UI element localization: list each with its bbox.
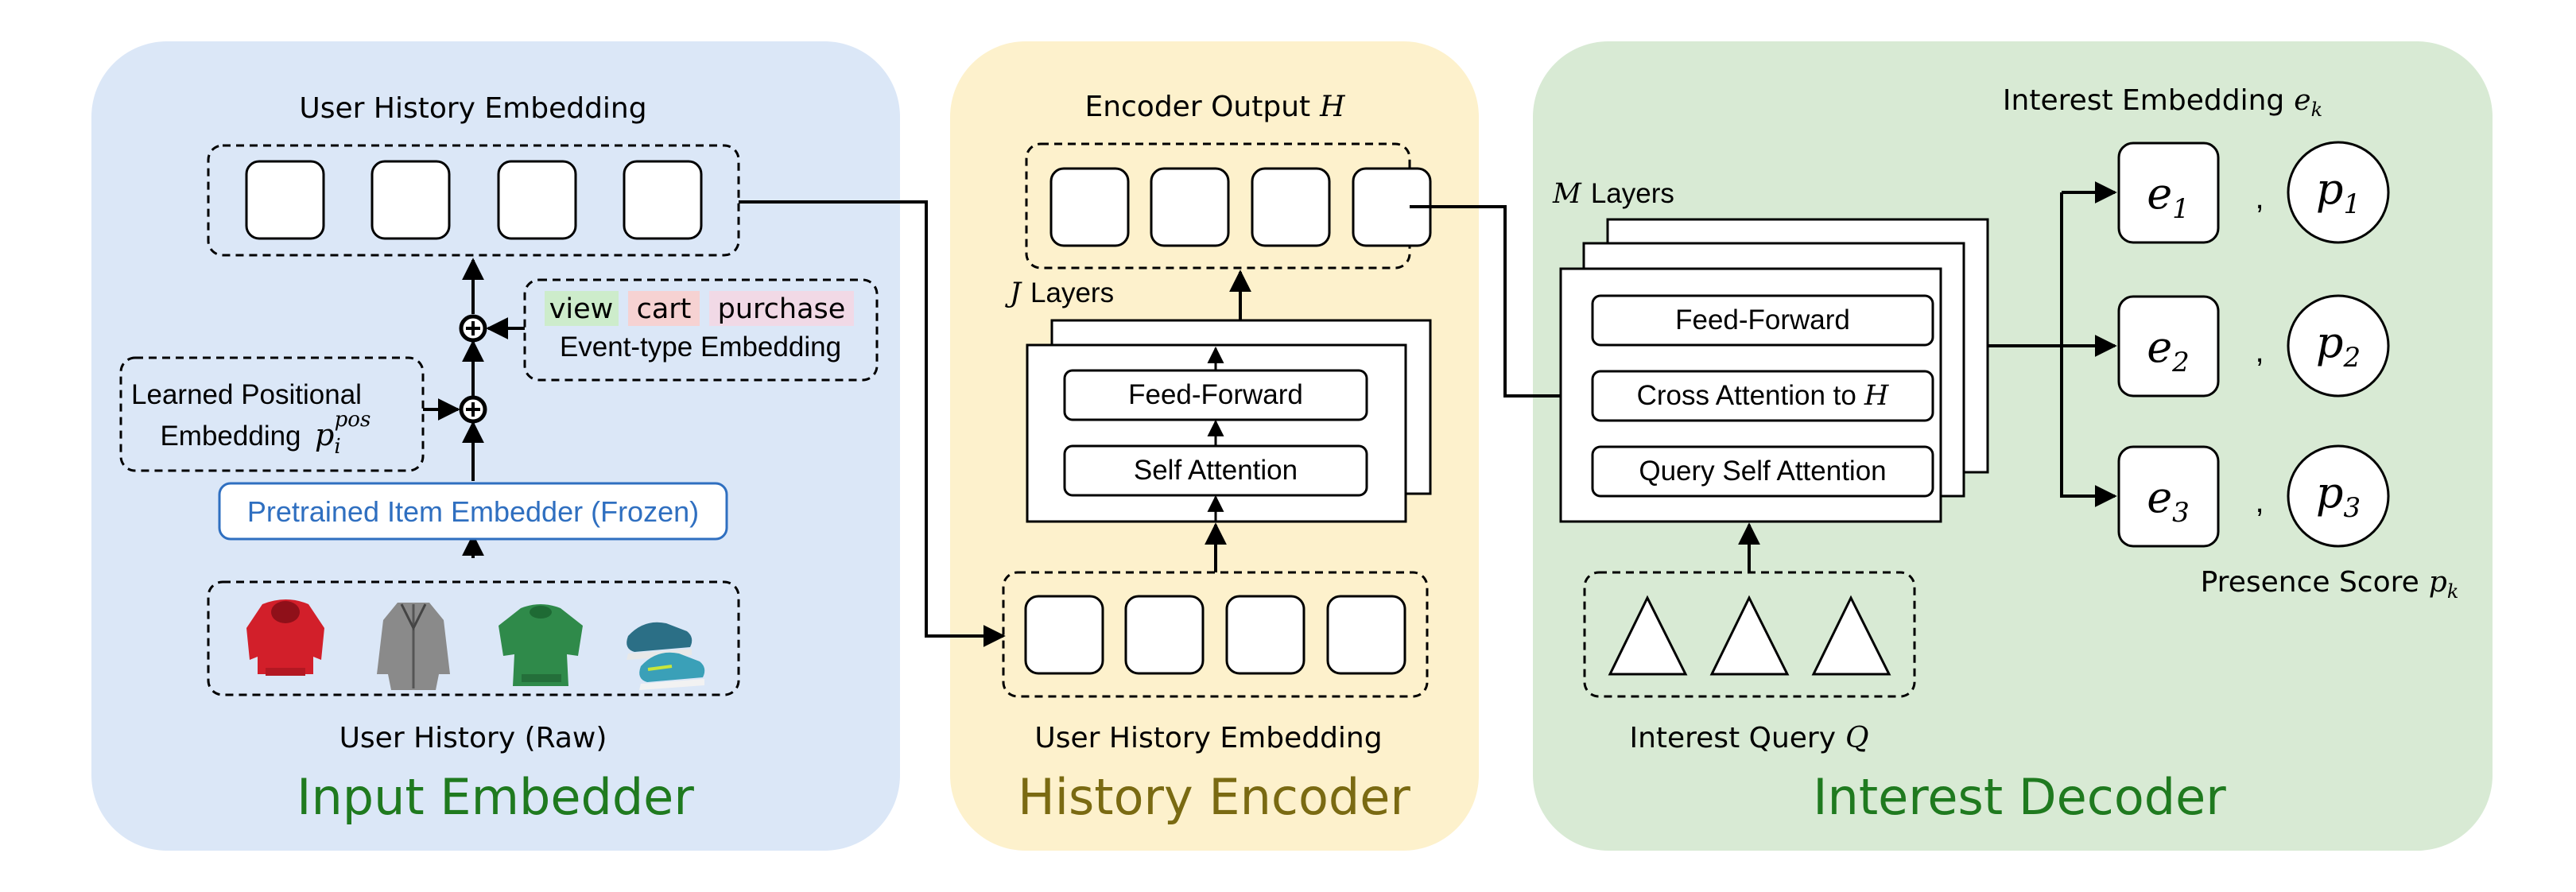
event-tag-cart-bg (628, 291, 700, 326)
positional-embedding-line1: Learned Positional (131, 379, 362, 410)
to-e3-arrow (2060, 346, 2117, 507)
query-triangle (1608, 595, 1688, 676)
encoder-output-slot (1251, 167, 1331, 247)
embedding-slot (370, 160, 451, 240)
encoder-to-decoder-arrow (1410, 205, 1595, 407)
positional-embedding-line2: Embedding (160, 421, 301, 452)
interest-embedding-e1 (2117, 142, 2220, 244)
encoder-output-slot (1150, 167, 1230, 247)
plus-node (459, 314, 487, 343)
event-tag-purchase: purchase (718, 293, 846, 325)
e1-label: e1 (2147, 169, 2190, 225)
embedding-slot (623, 160, 703, 240)
red-hoodie-image (246, 599, 324, 676)
event-type-embedding-group (523, 278, 879, 382)
encoder-input-slot (1326, 595, 1406, 675)
event-tag-cart: cart (637, 293, 692, 325)
sneakers-image (627, 622, 705, 690)
event-tag-purchase-bg (709, 291, 854, 326)
query-self-attention-label: Query Self Attention (1639, 456, 1886, 487)
p3-label: p3 (2316, 467, 2361, 524)
e2-label: e2 (2147, 322, 2190, 378)
presence-score-p3 (2287, 444, 2390, 548)
positional-embedding-group (119, 356, 425, 472)
input-history-embedding-group (207, 144, 740, 257)
separator-comma: , (2255, 484, 2264, 519)
green-sweater-image (499, 604, 583, 686)
event-tag-view: view (549, 293, 614, 325)
embedding-slot (245, 160, 325, 240)
raw-history-label: User History (Raw) (339, 722, 607, 754)
cross-attention-box (1591, 370, 1934, 422)
positional-symbol: pipos (315, 408, 370, 459)
input-history-embedding-label: User History Embedding (299, 92, 646, 125)
gray-coat-image (377, 603, 450, 690)
p1-label: p1 (2316, 164, 2361, 220)
presence-score-p2 (2287, 294, 2390, 398)
query-self-attention-box (1591, 445, 1934, 498)
plus-node (459, 395, 487, 424)
presence-score-p1 (2287, 141, 2390, 244)
encoder-feed-forward-label: Feed-Forward (1128, 379, 1303, 410)
interest-embedding-e2 (2117, 295, 2220, 398)
encoder-input-slot (1225, 595, 1305, 675)
history-encoder-title: History Encoder (1018, 768, 1410, 826)
input-embedder-title: Input Embedder (297, 768, 694, 826)
item-embedder-box (218, 482, 728, 541)
p2-label: p2 (2316, 317, 2361, 374)
event-type-embedding-label: Event-type Embedding (560, 332, 841, 363)
query-triangle (1811, 595, 1891, 676)
query-triangle (1709, 595, 1790, 676)
separator-comma: , (2255, 180, 2264, 215)
e3-label: e3 (2147, 472, 2190, 529)
embedding-slot (497, 160, 577, 240)
embedding-to-encoder-arrow (739, 200, 1006, 647)
item-embedder-label: Pretrained Item Embedder (Frozen) (247, 495, 699, 528)
separator-comma: , (2255, 334, 2264, 369)
interest-decoder-title: Interest Decoder (1813, 768, 2226, 826)
encoder-input-slot (1124, 595, 1205, 675)
event-tag-view-bg (545, 291, 619, 326)
decoder-feed-forward-label: Feed-Forward (1675, 304, 1850, 335)
decoder-feed-forward-box (1591, 294, 1934, 347)
encoder-self-attention-label: Self Attention (1134, 455, 1298, 486)
raw-history-group (207, 580, 740, 696)
interest-embedding-e3 (2117, 445, 2220, 548)
encoder-input-slot (1024, 595, 1104, 675)
encoder-input-group (1002, 571, 1429, 698)
encoder-output-slot (1049, 167, 1130, 247)
encoder-input-label: User History Embedding (1034, 722, 1382, 754)
